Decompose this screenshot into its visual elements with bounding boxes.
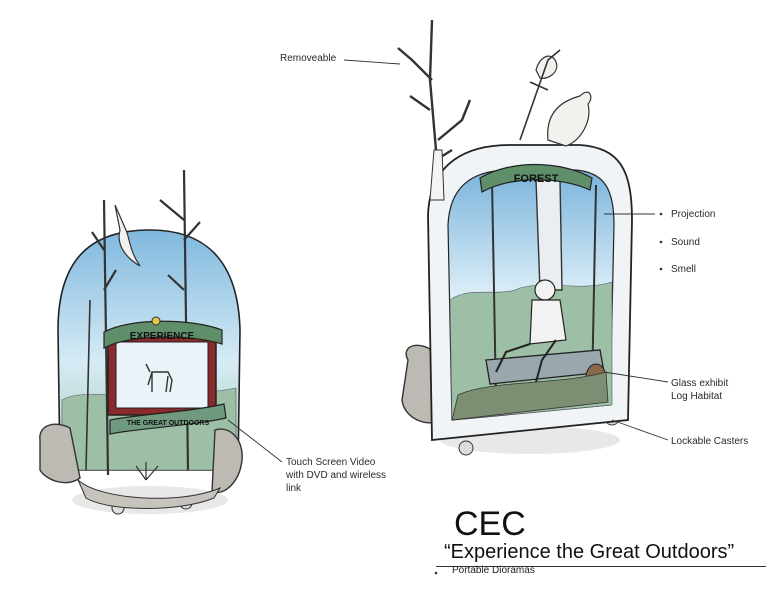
left-rock-right <box>211 428 243 494</box>
label-casters: Lockable Casters <box>671 436 749 447</box>
left-diorama: EXPERIENCE THE GREAT OUTDOORS <box>39 169 243 515</box>
removable-tree-trunk <box>429 149 445 201</box>
label-glass-line2: Log Habitat <box>671 391 723 402</box>
touch-screen <box>115 341 209 409</box>
perch-branch <box>519 49 561 141</box>
tree-icon <box>85 299 91 471</box>
label-projection: Projection <box>671 209 716 220</box>
page-tagline: Portable Dioramas <box>452 565 535 576</box>
deer-icon <box>145 363 173 393</box>
label-glass-exhibit: Glass exhibit Log Habitat <box>671 377 728 403</box>
tree-icon <box>159 169 201 471</box>
page-subtitle: “Experience the Great Outdoors” <box>444 541 735 563</box>
callout-dots <box>434 212 663 575</box>
bird-icon <box>535 55 558 79</box>
label-touch-line2: with DVD and wireless <box>286 470 387 481</box>
sign-medallion <box>151 316 161 326</box>
fern-icon <box>135 462 159 481</box>
right-diorama: FOREST <box>397 19 633 456</box>
hiker-icon <box>495 279 567 383</box>
bird-icon <box>114 204 141 267</box>
experience-sign <box>103 320 223 350</box>
label-removeable: Removeable <box>280 53 337 64</box>
label-smell: Smell <box>671 264 697 275</box>
caster-icon <box>458 440 474 456</box>
tree-icon <box>535 179 563 291</box>
callout-lines <box>227 59 669 463</box>
title-divider <box>436 566 766 567</box>
label-glass-line1: Glass exhibit <box>671 378 729 389</box>
page-title: CEC <box>454 505 526 543</box>
great-outdoors-sign-text: THE GREAT OUTDOORS <box>127 420 210 427</box>
experience-sign-text: EXPERIENCE <box>130 331 195 342</box>
label-touch-line1: Touch Screen Video <box>286 457 376 468</box>
great-outdoors-sign <box>109 403 227 435</box>
label-sound: Sound <box>671 237 700 248</box>
bird-icon <box>547 91 592 147</box>
label-touch-screen: Touch Screen Video with DVD and wireless… <box>286 456 386 495</box>
forest-sign <box>479 163 593 193</box>
left-rock-base <box>77 479 222 509</box>
forest-sign-text: FOREST <box>514 173 559 185</box>
removable-tree <box>397 19 472 201</box>
left-rock-left <box>39 423 81 484</box>
label-touch-line3: link <box>286 483 302 494</box>
